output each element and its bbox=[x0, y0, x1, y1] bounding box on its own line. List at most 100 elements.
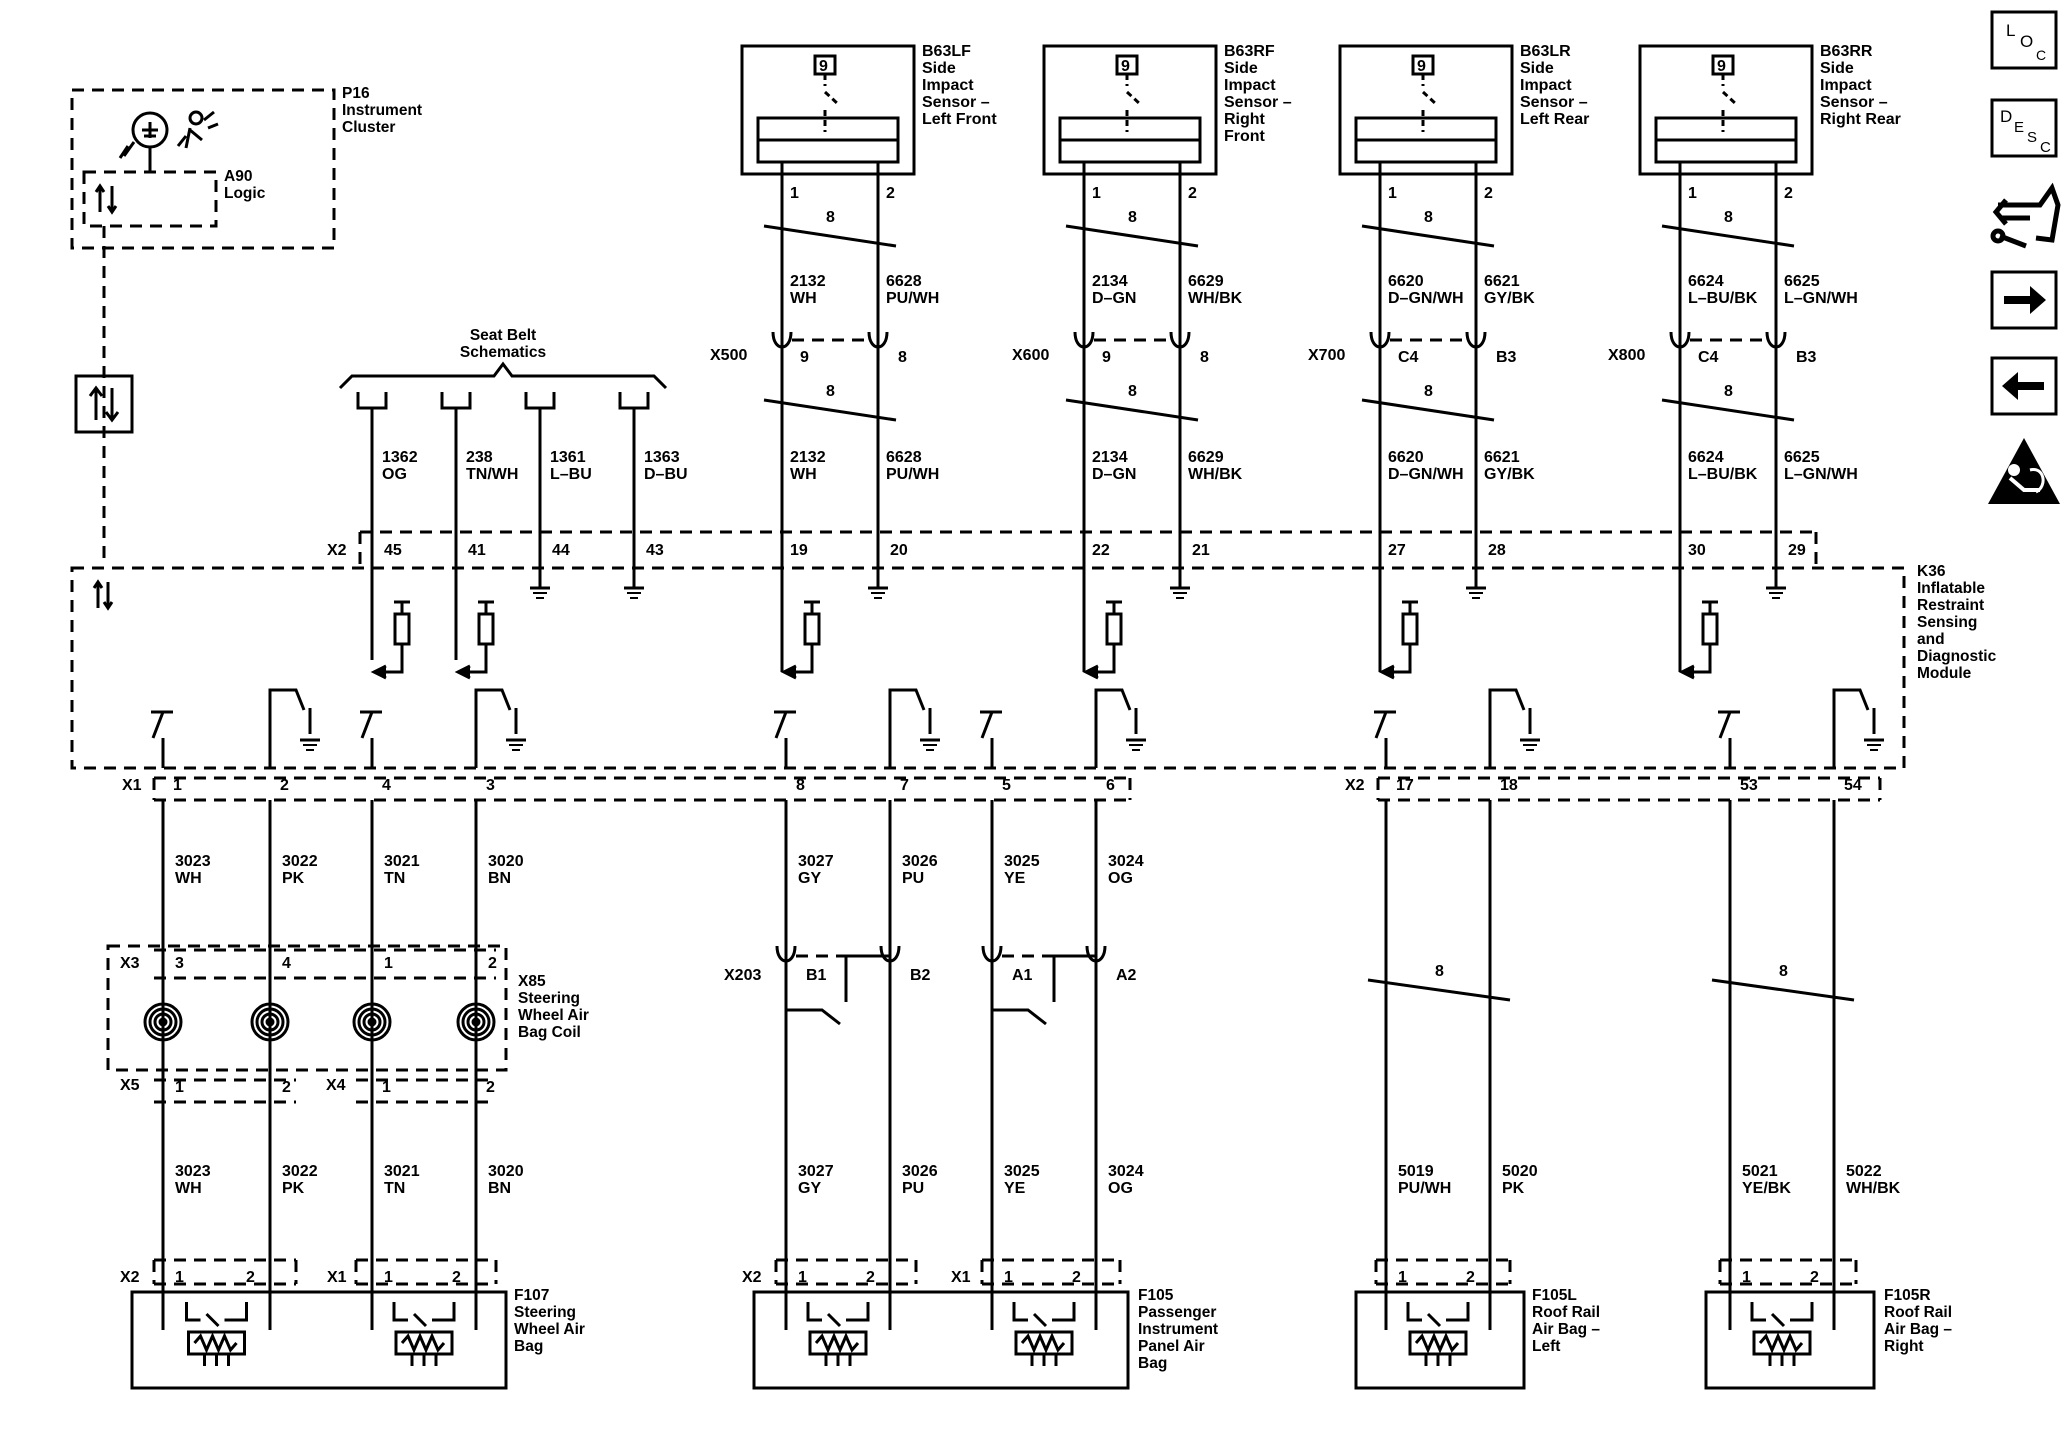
sensor-connector-pin: 8 bbox=[898, 349, 907, 366]
sensor-upper-wire-1-color: L–BU/BK bbox=[1688, 290, 1758, 307]
sensor-title-line: Side bbox=[922, 60, 956, 77]
sensor-element bbox=[1058, 138, 1202, 164]
svg-text:Seat Belt: Seat Belt bbox=[470, 327, 536, 344]
connector-x2-mid: X2 bbox=[1345, 777, 1365, 794]
p16-label: P16 Instrument Cluster bbox=[342, 85, 422, 136]
x203-pin: A2 bbox=[1116, 967, 1137, 984]
pullup-stub bbox=[1402, 600, 1418, 614]
description-button[interactable]: D E S C bbox=[1990, 98, 2058, 158]
x5-pin: 1 bbox=[175, 1079, 184, 1096]
k36-pin-x2: 22 bbox=[1092, 542, 1110, 559]
k36-pin-lower: 18 bbox=[1500, 777, 1518, 794]
sensor-title-line: Impact bbox=[1224, 77, 1276, 94]
ground-symbol bbox=[1520, 738, 1540, 751]
twist-count: 8 bbox=[826, 209, 835, 226]
roof-left-wire-label-circuit: 5020 bbox=[1502, 1163, 1538, 1180]
x203-shorting-bar bbox=[786, 954, 890, 1026]
ground-symbol bbox=[1466, 586, 1486, 599]
lamp-rays bbox=[118, 141, 136, 159]
steering-wire-lower-label-color: WH bbox=[175, 1180, 202, 1197]
connector-f107-x2: X2 bbox=[120, 1269, 140, 1286]
connector-x203: X203 bbox=[724, 967, 761, 984]
sensor-lower-wire-1-circuit: 6620 bbox=[1388, 449, 1424, 466]
pullup-stub bbox=[1702, 600, 1718, 614]
connector-x2-top: X2 bbox=[327, 542, 347, 559]
airbag-person-icon bbox=[188, 110, 204, 126]
sensor-upper-wire-1-color: D–GN/WH bbox=[1388, 290, 1464, 307]
ground-symbol bbox=[868, 586, 888, 599]
airbag-pin: 2 bbox=[1072, 1269, 1081, 1286]
sensor-title-line: Left Rear bbox=[1520, 111, 1589, 128]
x3-pin: 4 bbox=[282, 955, 291, 972]
sensor-upper-wire-2-circuit: 6625 bbox=[1784, 273, 1820, 290]
steering-wire-label-color: TN bbox=[384, 870, 405, 887]
svg-text:Steering: Steering bbox=[514, 1304, 576, 1321]
sensor-element bbox=[1654, 138, 1798, 164]
sensor-upper-wire-2-color: WH/BK bbox=[1188, 290, 1243, 307]
sensor-housing bbox=[1338, 44, 1514, 176]
a90-label: A90 Logic bbox=[224, 168, 266, 202]
sensor-contacts bbox=[1654, 116, 1798, 140]
ground-symbol bbox=[920, 738, 940, 751]
sensor-element bbox=[1354, 138, 1498, 164]
steering-wire-label-circuit: 3023 bbox=[175, 853, 211, 870]
ground-symbol bbox=[1766, 586, 1786, 599]
twisted-pair-marker bbox=[1361, 398, 1495, 422]
connector-terminal bbox=[867, 331, 889, 349]
sensor-connector-pin: B3 bbox=[1496, 349, 1517, 366]
next-arrow-icon[interactable] bbox=[1990, 270, 2058, 330]
airbag-warning-icon[interactable] bbox=[1988, 438, 2060, 504]
airbag-pin: 2 bbox=[452, 1269, 461, 1286]
sensor-upper-wire-2-circuit: 6628 bbox=[886, 273, 922, 290]
svg-text:Wheel Air: Wheel Air bbox=[518, 1007, 589, 1024]
sensor-pin: 2 bbox=[886, 185, 895, 202]
sensor-lower-wire-1-color: D–GN bbox=[1092, 466, 1136, 483]
airbag-pin: 1 bbox=[1398, 1269, 1407, 1286]
steering-wire-label-circuit: 3020 bbox=[488, 853, 524, 870]
sensor-title-line: Sensor – bbox=[922, 94, 990, 111]
connector-x1: X1 bbox=[122, 777, 142, 794]
roof-right-wire-label-circuit: 5021 bbox=[1742, 1163, 1778, 1180]
x4-pin: 2 bbox=[486, 1079, 495, 1096]
f105l-label: F105L Roof Rail Air Bag – Left bbox=[1532, 1287, 1600, 1355]
svg-text:X85: X85 bbox=[518, 973, 546, 990]
airbag-pin: 2 bbox=[246, 1269, 255, 1286]
f105r-label: F105R Roof Rail Air Bag – Right bbox=[1884, 1287, 1952, 1355]
sensor-pin: 2 bbox=[1784, 185, 1793, 202]
svg-text:Wheel Air: Wheel Air bbox=[514, 1321, 585, 1338]
twisted-pair-marker bbox=[763, 398, 897, 422]
steering-wire-label-color: PK bbox=[282, 870, 305, 887]
steering-wire-lower-label-circuit: 3022 bbox=[282, 1163, 318, 1180]
seatbelt-color: OG bbox=[382, 466, 407, 483]
sensor-title-line: Sensor – bbox=[1224, 94, 1292, 111]
passenger-wire-lower-label-circuit: 3025 bbox=[1004, 1163, 1040, 1180]
sensor-lower-wire-1-circuit: 6624 bbox=[1688, 449, 1724, 466]
ground-symbol bbox=[624, 586, 644, 599]
passenger-wire-label-circuit: 3025 bbox=[1004, 853, 1040, 870]
k36-pin-x2: 20 bbox=[890, 542, 908, 559]
squib-leads bbox=[1424, 1354, 1452, 1366]
previous-arrow-icon[interactable] bbox=[1990, 356, 2058, 416]
connector-terminal bbox=[1669, 331, 1691, 349]
x85-coil-boundary bbox=[106, 944, 508, 1072]
sensor-title: B63LF bbox=[922, 43, 971, 60]
ground-symbol bbox=[300, 738, 320, 751]
svg-text:Inflatable: Inflatable bbox=[1917, 580, 1985, 597]
ground-switch bbox=[1094, 688, 1132, 768]
k36-pin-x2: 41 bbox=[468, 542, 486, 559]
sensor-box-label: 9 bbox=[819, 58, 828, 75]
location-button[interactable]: L O C bbox=[1990, 10, 2058, 70]
desc-letter-d: D bbox=[2000, 107, 2012, 126]
connector-service-icon[interactable] bbox=[1990, 182, 2061, 249]
passenger-wire-label-circuit: 3027 bbox=[798, 853, 834, 870]
sensor-title-line: Side bbox=[1520, 60, 1554, 77]
sensor-connector-pin: B3 bbox=[1796, 349, 1817, 366]
passenger-wire-label-color: YE bbox=[1004, 870, 1026, 887]
svg-text:Air Bag –: Air Bag – bbox=[1532, 1321, 1600, 1338]
sensor-pin: 1 bbox=[790, 185, 799, 202]
k36-pin-x2: 30 bbox=[1688, 542, 1706, 559]
arrow-head bbox=[370, 664, 387, 680]
sensor-lower-wire-1-color: WH bbox=[790, 466, 817, 483]
k36-pin-lower: 53 bbox=[1740, 777, 1758, 794]
sensor-title-line: Side bbox=[1820, 60, 1854, 77]
